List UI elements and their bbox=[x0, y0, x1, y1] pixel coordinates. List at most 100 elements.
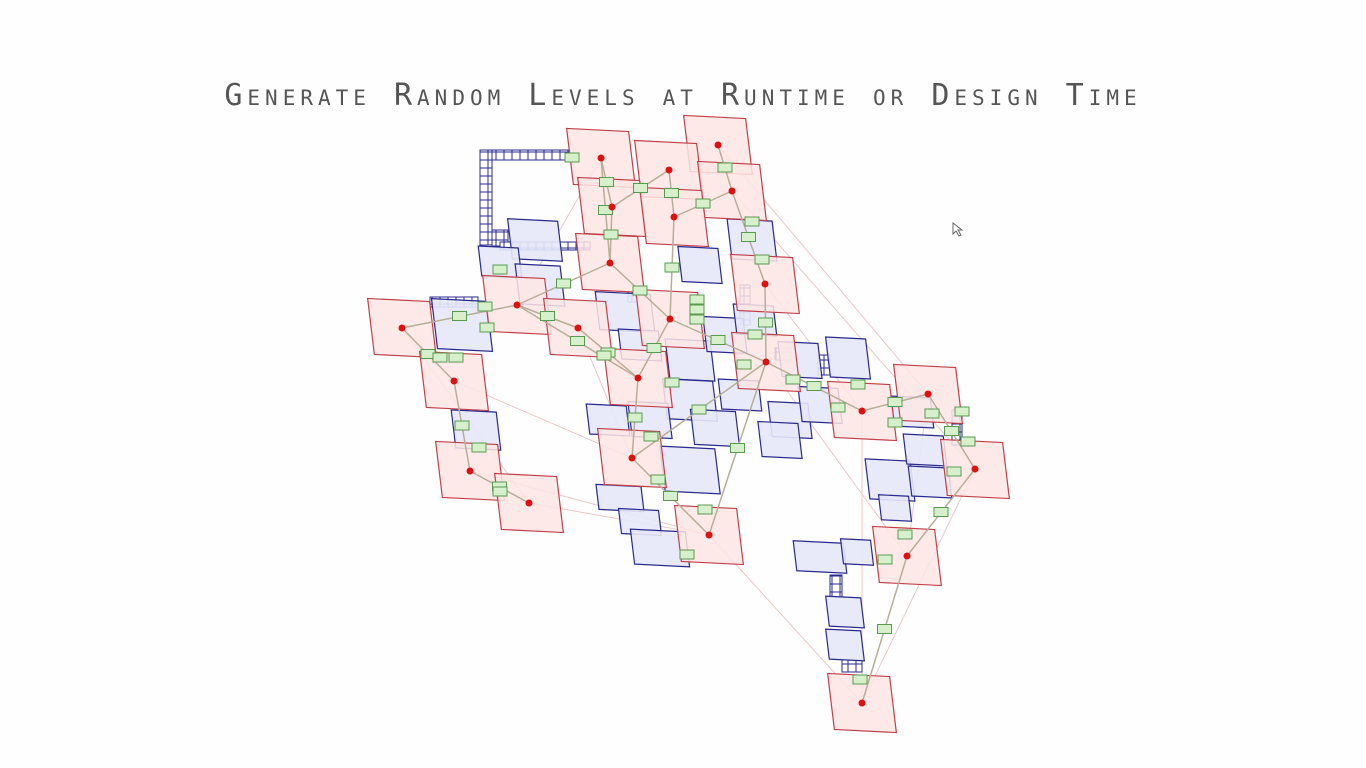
blue-room bbox=[825, 628, 865, 662]
door bbox=[599, 177, 614, 187]
door bbox=[744, 216, 760, 227]
door bbox=[643, 431, 659, 442]
door bbox=[736, 359, 752, 370]
room-node bbox=[450, 377, 458, 385]
door bbox=[570, 336, 585, 346]
blue-room bbox=[864, 458, 916, 502]
door bbox=[650, 474, 666, 485]
blue-room bbox=[506, 218, 564, 262]
door bbox=[806, 381, 822, 391]
door bbox=[754, 254, 770, 265]
blue-room bbox=[629, 528, 691, 568]
blue-room bbox=[689, 408, 741, 448]
blue-room bbox=[659, 445, 721, 495]
blue-room bbox=[824, 336, 872, 380]
door bbox=[924, 408, 940, 419]
room-node bbox=[858, 699, 866, 707]
door bbox=[479, 322, 495, 333]
graph-edge bbox=[861, 468, 976, 704]
door bbox=[887, 417, 903, 428]
door bbox=[954, 406, 970, 417]
door bbox=[830, 402, 846, 413]
corridor bbox=[829, 574, 843, 598]
blue-room bbox=[430, 297, 494, 353]
door bbox=[664, 377, 680, 388]
blue-room bbox=[792, 540, 848, 574]
room-node bbox=[728, 187, 736, 195]
door bbox=[646, 343, 662, 353]
door bbox=[689, 314, 705, 325]
blue-room bbox=[825, 595, 865, 629]
door bbox=[897, 529, 913, 540]
room-node bbox=[398, 324, 406, 332]
door bbox=[887, 397, 903, 407]
room-node bbox=[670, 213, 678, 221]
door bbox=[564, 152, 580, 163]
door bbox=[603, 229, 619, 240]
room-node bbox=[761, 280, 769, 288]
door bbox=[730, 443, 745, 453]
graph-edge bbox=[765, 361, 908, 557]
room-node bbox=[858, 407, 866, 415]
room-node bbox=[665, 166, 673, 174]
room-node bbox=[574, 324, 582, 332]
door bbox=[477, 301, 493, 312]
door bbox=[664, 188, 679, 198]
blue-room bbox=[902, 433, 948, 467]
door bbox=[556, 278, 571, 289]
door bbox=[663, 491, 678, 501]
door bbox=[741, 232, 756, 242]
room-node bbox=[634, 374, 642, 382]
door bbox=[691, 404, 707, 415]
blue-room bbox=[877, 494, 913, 522]
door bbox=[697, 504, 713, 515]
door bbox=[596, 350, 612, 361]
room-node bbox=[705, 531, 713, 539]
door bbox=[747, 329, 763, 340]
blue-room bbox=[839, 538, 875, 566]
door bbox=[710, 335, 726, 345]
blue-room bbox=[677, 245, 723, 285]
page-title: Generate Random Levels at Runtime or Des… bbox=[224, 78, 1142, 113]
corridor bbox=[841, 659, 863, 673]
door bbox=[627, 412, 643, 423]
room-node bbox=[606, 259, 614, 267]
door bbox=[454, 420, 470, 431]
door bbox=[852, 674, 868, 685]
door bbox=[850, 379, 866, 390]
room-node bbox=[525, 499, 533, 507]
blue-room bbox=[757, 420, 803, 460]
room-node bbox=[628, 454, 636, 462]
door bbox=[960, 436, 976, 447]
door bbox=[471, 442, 487, 453]
room-node bbox=[466, 467, 474, 475]
door bbox=[695, 198, 711, 209]
room-node bbox=[597, 154, 605, 162]
room-node bbox=[924, 390, 932, 398]
door bbox=[877, 624, 892, 634]
door bbox=[492, 486, 508, 497]
door bbox=[540, 311, 555, 321]
room-node bbox=[608, 203, 616, 211]
room-node bbox=[762, 358, 770, 366]
door bbox=[758, 317, 773, 328]
door bbox=[689, 304, 705, 315]
door bbox=[492, 264, 508, 275]
door bbox=[785, 374, 801, 385]
door bbox=[933, 507, 949, 517]
blue-room bbox=[595, 483, 645, 513]
mouse-cursor-icon bbox=[952, 221, 964, 237]
nodes bbox=[398, 141, 979, 707]
door bbox=[679, 549, 695, 560]
room-node bbox=[971, 465, 979, 473]
room-node bbox=[903, 552, 911, 560]
door bbox=[944, 426, 959, 436]
door bbox=[632, 285, 648, 296]
door bbox=[664, 262, 680, 273]
door bbox=[633, 183, 648, 193]
doors bbox=[420, 152, 976, 685]
door bbox=[877, 554, 893, 565]
room-node bbox=[666, 315, 674, 323]
door bbox=[689, 294, 705, 305]
